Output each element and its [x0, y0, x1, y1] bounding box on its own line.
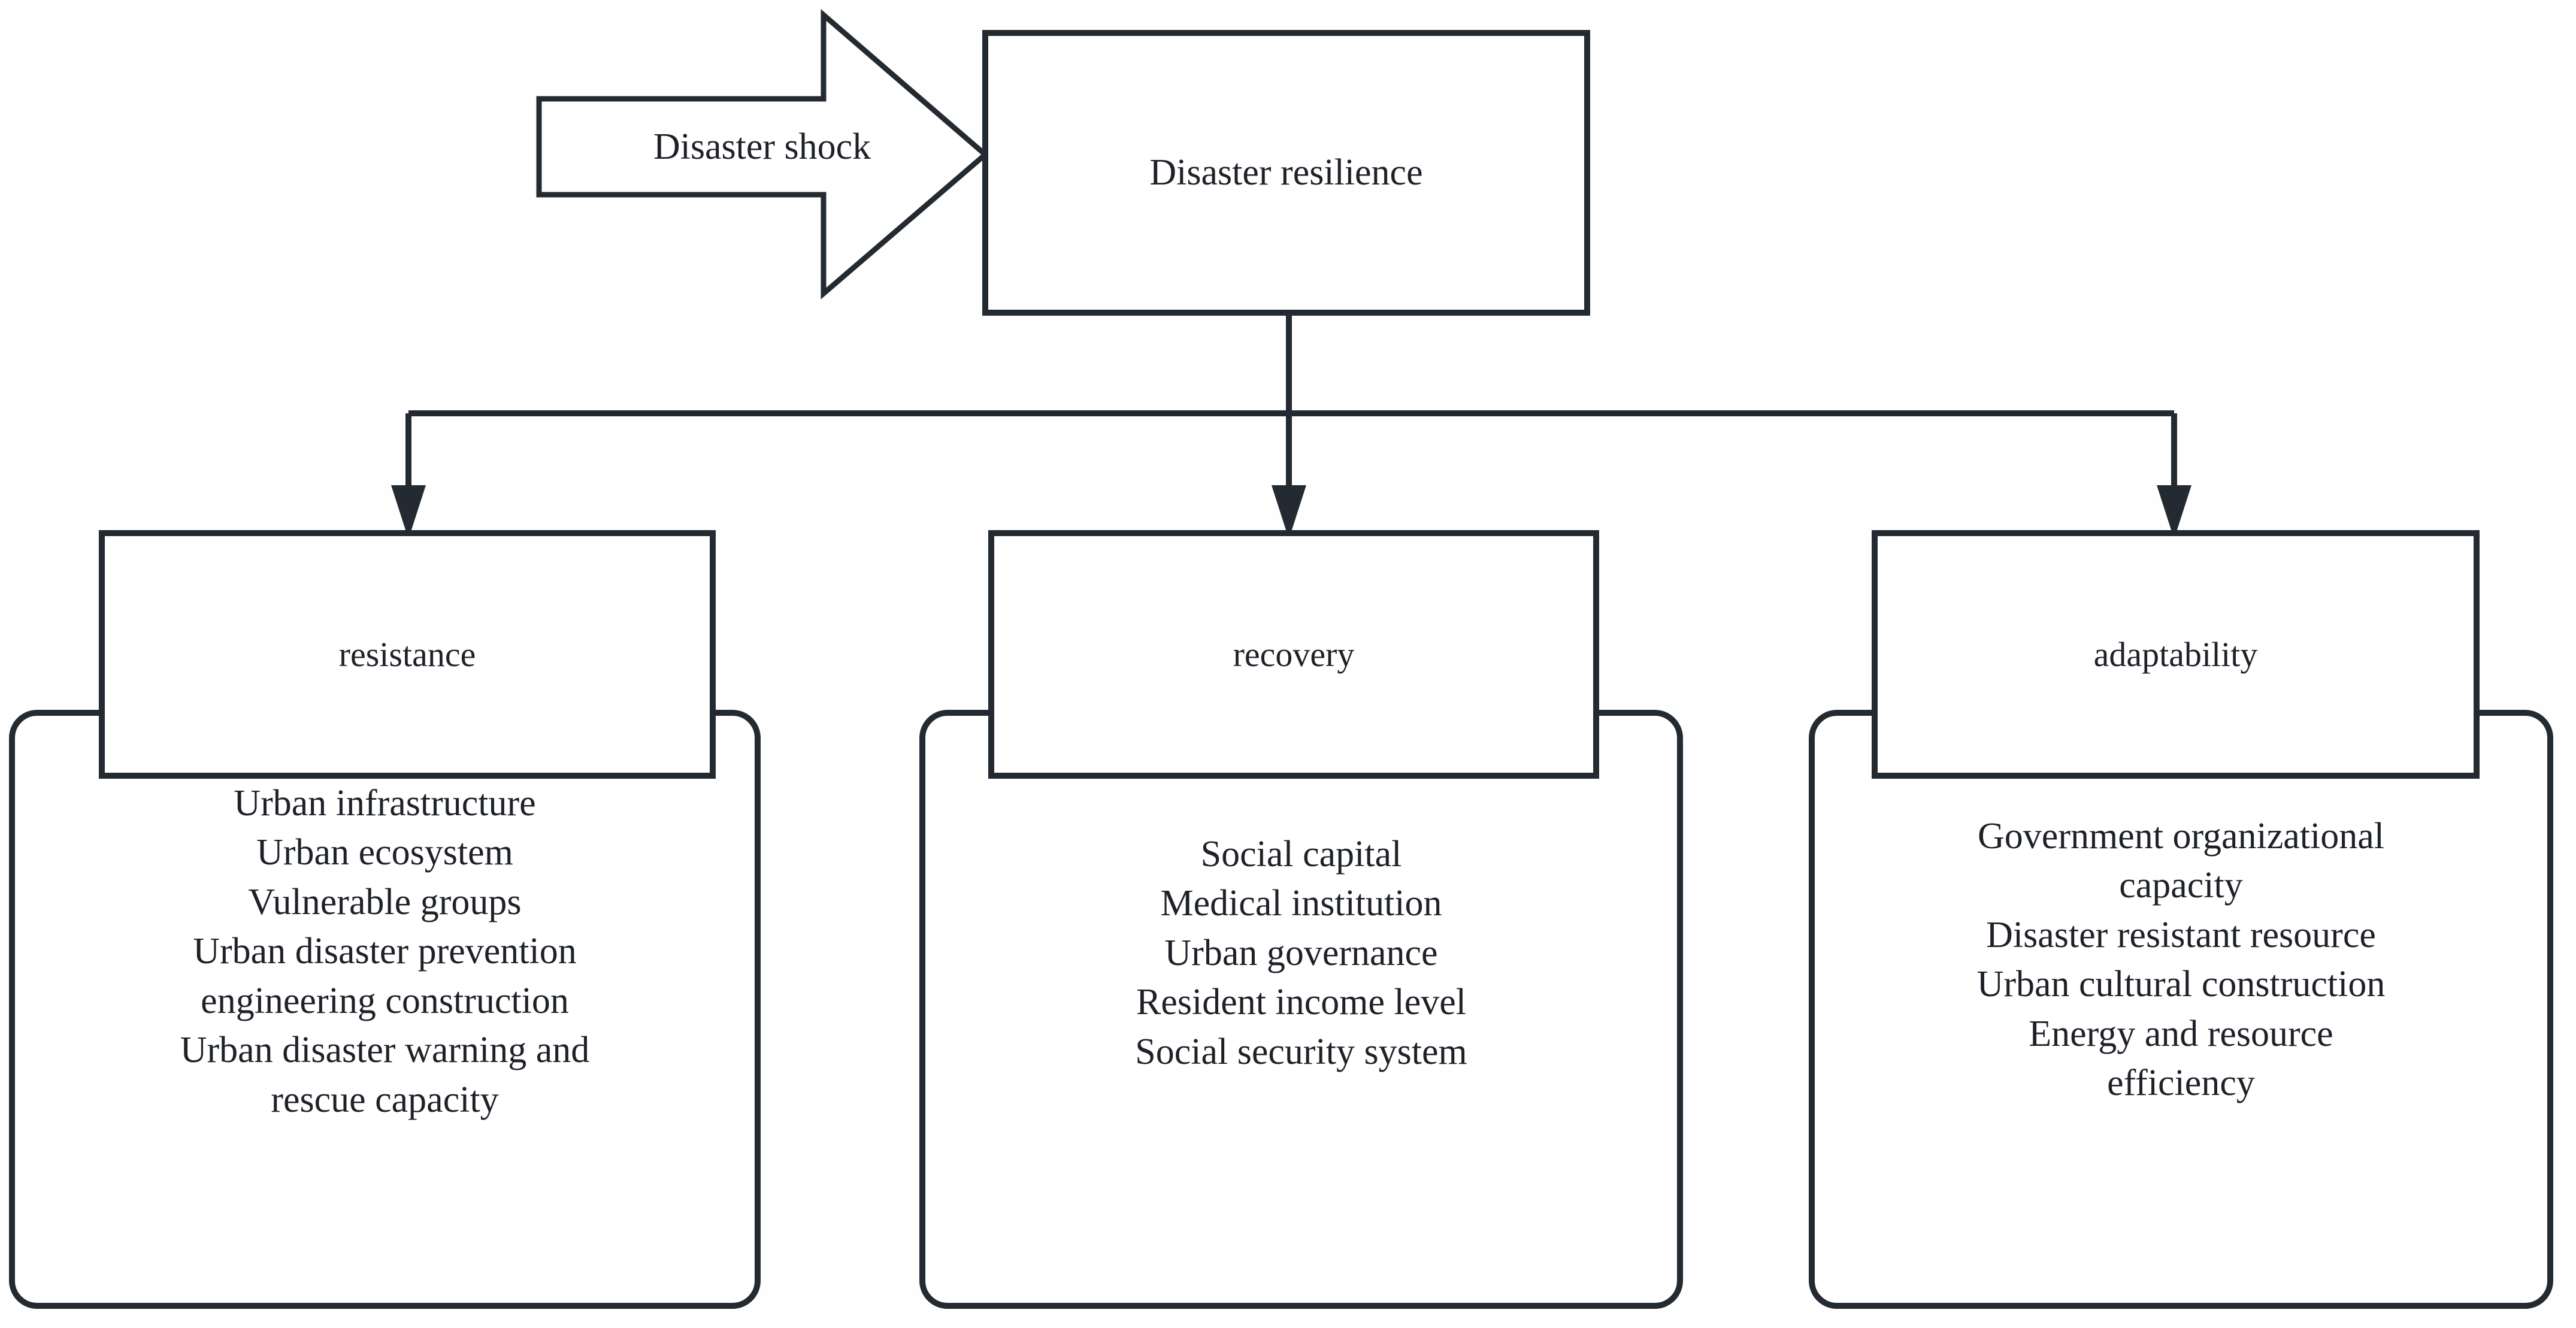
- list-item: Vulnerable groups: [248, 881, 522, 922]
- list-item: rescue capacity: [271, 1079, 499, 1120]
- category-title-adaptability: adaptability: [2093, 634, 2258, 674]
- list-item: Medical institution: [1160, 883, 1442, 924]
- disaster-resilience-label: Disaster resilience: [1149, 152, 1423, 193]
- disaster-shock-label: Disaster shock: [653, 126, 871, 167]
- list-item: Urban disaster prevention: [193, 931, 577, 972]
- list-item: capacity: [2119, 865, 2243, 906]
- list-item: efficiency: [2107, 1063, 2255, 1104]
- list-item: Resident income level: [1136, 982, 1466, 1023]
- list-item: Urban disaster warning and: [180, 1030, 590, 1071]
- list-item: Urban ecosystem: [256, 832, 513, 873]
- category-title-resistance: resistance: [338, 634, 476, 674]
- category-title-recovery: recovery: [1233, 634, 1355, 674]
- list-item: Social capital: [1200, 834, 1402, 875]
- list-item: Government organizational: [1978, 816, 2384, 857]
- list-item: Urban cultural construction: [1976, 964, 2386, 1005]
- arrowhead-resistance: [391, 485, 426, 539]
- list-item: Urban governance: [1164, 932, 1438, 973]
- list-item: Social security system: [1135, 1031, 1467, 1072]
- list-item: Disaster resistant resource: [1986, 914, 2376, 955]
- list-item: engineering construction: [201, 980, 569, 1021]
- arrowhead-recovery: [1272, 485, 1306, 539]
- list-item: Urban infrastructure: [234, 783, 536, 824]
- list-item: Energy and resource: [2029, 1013, 2333, 1054]
- arrowhead-adaptability: [2157, 485, 2191, 539]
